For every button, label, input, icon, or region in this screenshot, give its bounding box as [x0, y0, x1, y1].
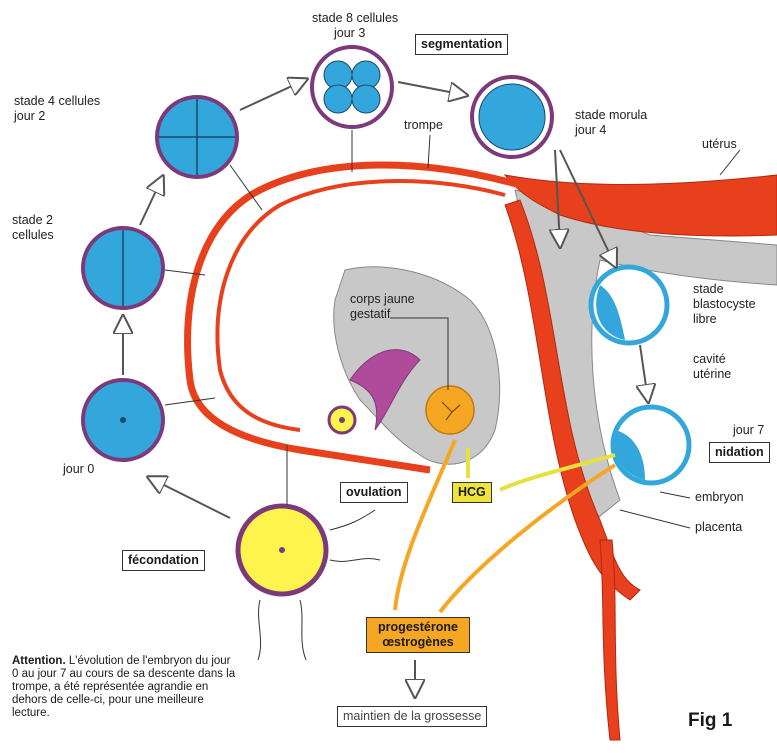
hcg-box: HCG — [452, 482, 492, 503]
attention-note: Attention. L'évolution de l'embryon du j… — [12, 655, 237, 720]
blastocyst-free — [588, 264, 670, 346]
leader-lines — [164, 130, 741, 529]
blastocyst-stage-label: stade — [693, 282, 724, 296]
sperm — [257, 509, 381, 661]
stage-8-label: stade 8 cellules — [312, 11, 399, 25]
uterus-label: utérus — [702, 137, 737, 151]
nidation-box: nidation — [709, 442, 770, 463]
stage-4-label: stade 4 cellules — [14, 94, 101, 108]
morula-stage — [470, 75, 554, 159]
hormones-box: progestérone œstrogènes — [366, 617, 470, 653]
fertilization-box: fécondation — [122, 550, 205, 571]
day-2-label: jour 2 — [14, 109, 46, 123]
cervix — [599, 539, 621, 741]
maintenance-box: maintien de la grossesse — [337, 706, 488, 727]
blastocyst-implanting — [610, 404, 692, 486]
day-4-label: jour 4 — [575, 123, 607, 137]
morula-label: stade morula — [575, 108, 648, 122]
gestational-label: gestatif — [350, 307, 391, 321]
progesterone-label: progestérone — [378, 620, 458, 634]
corpus-luteum-label: corps jaune — [350, 292, 415, 306]
day-0-label: jour 0 — [63, 462, 95, 476]
segmentation-box: segmentation — [415, 34, 509, 55]
figure-label: Fig 1 — [688, 710, 733, 731]
fallopian-tube — [184, 161, 521, 474]
hormone-arrows — [393, 439, 617, 614]
note-text: L'évolution de l'embryon du jour 0 au jo… — [12, 655, 236, 719]
zygote-day0 — [81, 378, 165, 462]
four-cell-stage — [155, 95, 239, 179]
eight-cell-stage — [310, 45, 394, 129]
ovulation-box: ovulation — [340, 482, 408, 503]
stage-arrows — [123, 80, 648, 519]
placenta-label: placenta — [695, 520, 743, 534]
note-heading: Attention. — [12, 655, 66, 667]
fimbria — [349, 349, 421, 431]
free-label: libre — [693, 312, 717, 326]
embryo-label: embryon — [695, 490, 744, 504]
uterine-lining — [504, 199, 641, 601]
fertilization-oocyte — [235, 503, 329, 597]
day-7-label: jour 7 — [733, 423, 765, 437]
blastocyst-label: blastocyste — [693, 297, 756, 311]
fallopian-tube-inner — [215, 179, 506, 432]
stage-2-label: stade 2 — [12, 213, 54, 227]
cells-label: cellules — [12, 228, 54, 242]
uterine-label: utérine — [693, 367, 732, 381]
two-cell-stage — [81, 226, 165, 310]
estrogens-label: œstrogènes — [382, 635, 454, 649]
day-3-label: jour 3 — [334, 26, 366, 40]
tube-label: trompe — [404, 118, 443, 132]
cavity-label: cavité — [693, 352, 726, 366]
uterus-muscle — [503, 174, 777, 237]
